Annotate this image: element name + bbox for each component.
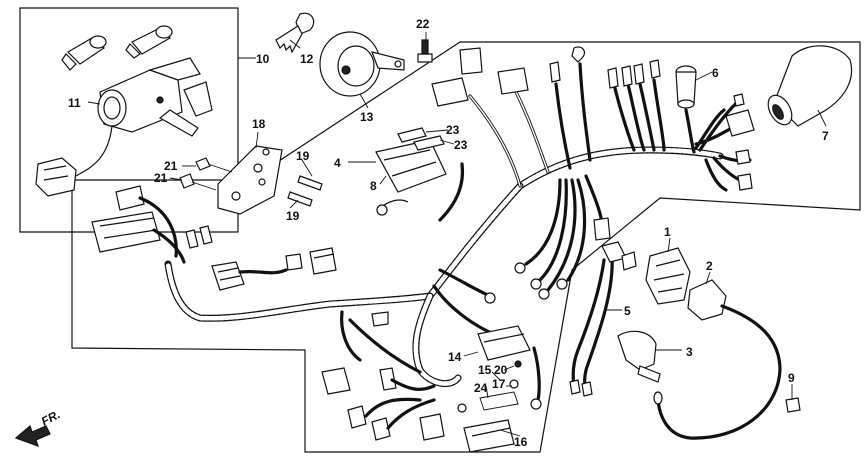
callout-14: 14 [448, 350, 462, 364]
callout-labels: 1 2 3 4 5 6 7 8 9 10 11 12 13 14 15 16 1… [39, 17, 829, 449]
screw-19-upper [297, 175, 323, 191]
key-cylinder-right [125, 25, 173, 59]
main-harness-trunk [164, 146, 724, 388]
callout-6: 6 [712, 66, 719, 80]
upper-branch-wires [468, 62, 752, 192]
callout-23-lower: 23 [454, 138, 468, 152]
bolt-22 [417, 39, 433, 63]
wire-sub-harness [569, 241, 637, 397]
ignition-key [275, 12, 315, 54]
front-direction-arrow [14, 424, 51, 447]
callout-9: 9 [788, 371, 795, 385]
mounting-bracket [217, 145, 283, 215]
screw-19-lower [287, 191, 313, 207]
callout-4: 4 [334, 156, 341, 170]
bottom-connectors [321, 310, 467, 441]
ignition-switch [35, 57, 213, 197]
callout-3: 3 [686, 345, 693, 359]
callout-21-upper: 21 [164, 159, 178, 173]
callout-5: 5 [624, 304, 631, 318]
ignition-switch-group-outline [19, 7, 239, 233]
screw-21-upper [195, 157, 233, 173]
callout-23-upper: 23 [446, 123, 460, 137]
front-direction-label: FR. [39, 407, 63, 428]
bolt-9 [785, 397, 801, 413]
callout-11: 11 [68, 96, 81, 110]
lower-branch-wires [432, 162, 604, 338]
main-harness-group-outline [71, 41, 861, 453]
callout-19-lower: 19 [286, 209, 300, 223]
callout-7: 7 [822, 129, 829, 143]
pulse-generator [645, 247, 691, 305]
callout-17: 17 [492, 377, 506, 391]
upper-connectors [431, 46, 661, 107]
rubber-boot [767, 45, 853, 127]
left-connectors [91, 185, 337, 291]
callout-15: 15 [478, 363, 492, 377]
callout-19-upper: 19 [296, 149, 310, 163]
spark-plug-cap [617, 330, 661, 383]
relay-bracket [375, 127, 447, 216]
callout-13: 13 [360, 110, 374, 124]
callout-24: 24 [474, 381, 488, 395]
callout-18: 18 [252, 117, 266, 131]
ring-terminals [484, 217, 611, 344]
callout-22: 22 [416, 17, 430, 31]
screw-21-lower [179, 173, 217, 191]
callout-8: 8 [370, 179, 377, 193]
callout-21-lower: 21 [154, 171, 168, 185]
key-cylinder-left [61, 35, 107, 71]
callout-20: 20 [494, 363, 508, 377]
horn [319, 31, 405, 97]
callout-12: 12 [300, 52, 314, 66]
leader-lines [87, 32, 827, 437]
ignition-coil [653, 279, 782, 440]
callout-2: 2 [706, 259, 713, 273]
right-connectors [725, 93, 755, 191]
callout-10: 10 [256, 52, 270, 66]
bulb-socket [675, 65, 697, 109]
callout-16: 16 [514, 435, 528, 449]
fuse-box [463, 325, 542, 453]
callout-1: 1 [664, 225, 671, 239]
